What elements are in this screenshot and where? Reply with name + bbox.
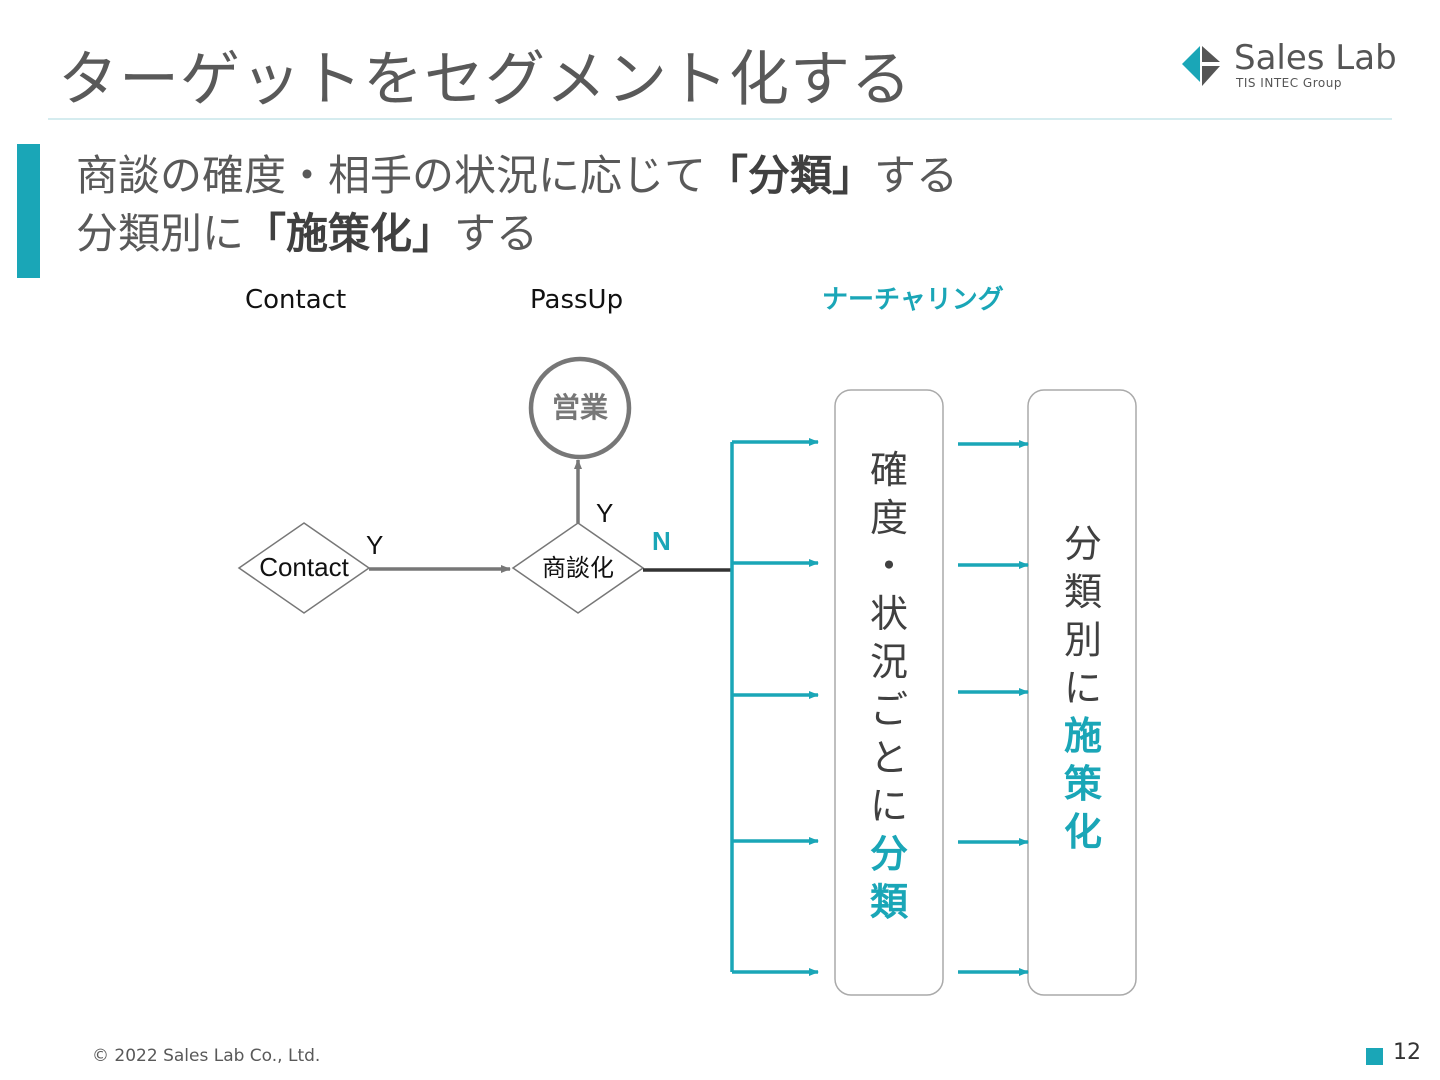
no-label: N [652, 526, 671, 556]
copyright: © 2022 Sales Lab Co., Ltd. [92, 1046, 321, 1066]
measure-char: 分 [1063, 522, 1102, 566]
column-header-passup: PassUp [530, 285, 624, 315]
classify-highlight-char: 分 [869, 832, 908, 876]
classify-char: 度 [869, 496, 908, 540]
column-header-nurturing: ナーチャリング [822, 285, 1004, 315]
page-number-marker [1366, 1048, 1383, 1065]
subtitle-2-suffix: する [454, 209, 539, 258]
subtitle-2-bold: 「施策化」 [244, 209, 455, 258]
yes-label-contact: Y [366, 530, 383, 560]
classify-char: ご [869, 688, 908, 732]
classify-highlight-char: 類 [869, 880, 908, 924]
classify-char: 況 [869, 640, 908, 684]
classify-char: と [869, 736, 908, 780]
logo-tagline: TIS INTEC Group [1236, 76, 1342, 90]
measure-box-text: 分 類 別 に 施 策 化 [1030, 520, 1136, 856]
measure-highlight-char: 施 [1063, 714, 1102, 758]
contact-decision-node [237, 522, 371, 614]
contact-node-label: Contact [259, 552, 349, 582]
subtitle-line-2: 分類別に「施策化」する [76, 206, 538, 262]
subtitle-1-suffix: する [874, 151, 959, 200]
classify-char: 状 [869, 592, 908, 636]
measure-char: 別 [1063, 618, 1102, 662]
classify-char: に [869, 784, 908, 828]
logo-name: Sales Lab [1234, 38, 1397, 78]
deal-decision-node [511, 522, 645, 614]
subtitle-1-prefix: 商談の確度・相手の状況に応じて [76, 151, 707, 200]
deal-node-label: 商談化 [542, 554, 614, 582]
page-number: 12 [1393, 1040, 1421, 1065]
classify-box [834, 389, 944, 996]
sales-lab-logo-icon [1182, 46, 1220, 86]
subtitle-line-1: 商談の確度・相手の状況に応じて「分類」する [76, 148, 958, 204]
yes-label-deal: Y [596, 498, 613, 528]
sales-node [528, 356, 632, 460]
page-title: ターゲットをセグメント化する [58, 45, 912, 115]
measure-highlight-char: 策 [1063, 762, 1102, 806]
column-header-contact: Contact [245, 285, 347, 315]
subtitle-accent-bar [17, 144, 40, 278]
classify-char: 確 [869, 448, 908, 492]
measure-highlight-char: 化 [1063, 810, 1102, 854]
measure-char: に [1063, 666, 1102, 710]
classify-char: ・ [869, 544, 908, 588]
classify-box-text: 確 度 ・ 状 況 ご と に 分 類 [836, 446, 942, 926]
subtitle-2-prefix: 分類別に [76, 209, 245, 258]
sales-node-label: 営業 [552, 391, 608, 424]
subtitle-1-bold: 「分類」 [706, 151, 875, 200]
measure-char: 類 [1063, 570, 1102, 614]
title-divider [48, 118, 1392, 120]
